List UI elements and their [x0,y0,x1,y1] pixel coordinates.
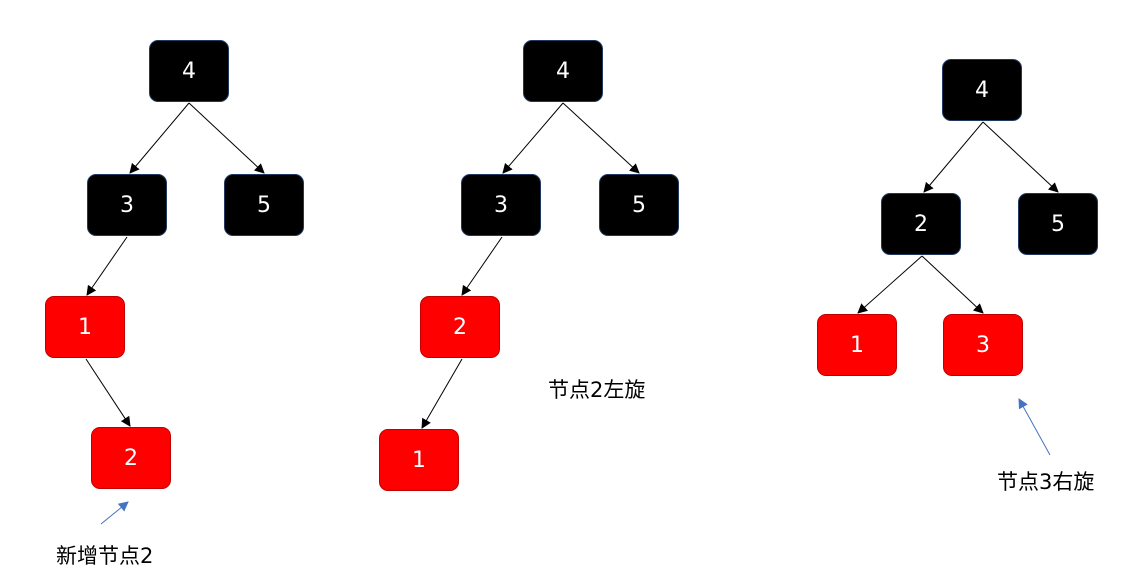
node-label: 4 [556,58,570,84]
node-label: 1 [412,447,426,473]
t2-node-left: 3 [461,174,541,236]
t2-node-left-left-left: 1 [379,429,459,491]
t2-node-root: 4 [523,40,603,102]
node-label: 5 [257,192,271,218]
t3-node-root: 4 [942,59,1022,121]
pointer-arrow-rotate-right [1018,398,1051,456]
edge-t1-1-2 [85,358,131,427]
t2-node-right: 5 [599,174,679,236]
edge-t2-3-2 [461,236,503,296]
node-label: 1 [78,314,92,340]
t1-node-left-left: 1 [45,296,125,358]
node-label: 3 [976,332,990,358]
edge-t3-4-2 [923,121,984,193]
node-label: 1 [850,332,864,358]
node-label: 3 [120,192,134,218]
t3-node-right: 5 [1018,193,1098,255]
edge-t3-4-5 [982,121,1059,193]
caption-rotate-right: 节点3右旋 [997,470,1095,494]
caption-new-node: 新增节点2 [56,544,154,568]
t3-node-left: 2 [881,193,961,255]
node-label: 5 [632,192,646,218]
node-label: 3 [494,192,508,218]
edge-t1-4-3 [129,102,190,174]
edge-t2-4-5 [562,102,640,174]
node-label: 4 [975,77,989,103]
t1-node-root: 4 [149,40,229,102]
t3-node-left-right: 3 [943,314,1023,376]
t1-node-new: 2 [91,427,171,489]
node-label: 4 [182,58,196,84]
edge-t3-2-1 [857,255,923,314]
edge-t1-3-1 [86,236,128,296]
node-label: 2 [124,445,138,471]
edge-t2-4-3 [502,102,564,174]
node-label: 2 [914,211,928,237]
t3-node-left-left: 1 [817,314,897,376]
pointer-arrow-new-node [100,501,129,525]
edge-t2-2-1 [421,358,463,429]
edge-t3-2-3 [921,255,984,314]
t1-node-left: 3 [87,174,167,236]
t1-node-right: 5 [224,174,304,236]
edge-t1-4-5 [188,102,265,174]
node-label: 2 [453,314,467,340]
caption-rotate-left: 节点2左旋 [548,378,646,402]
t2-node-left-left: 2 [420,296,500,358]
node-label: 5 [1051,211,1065,237]
